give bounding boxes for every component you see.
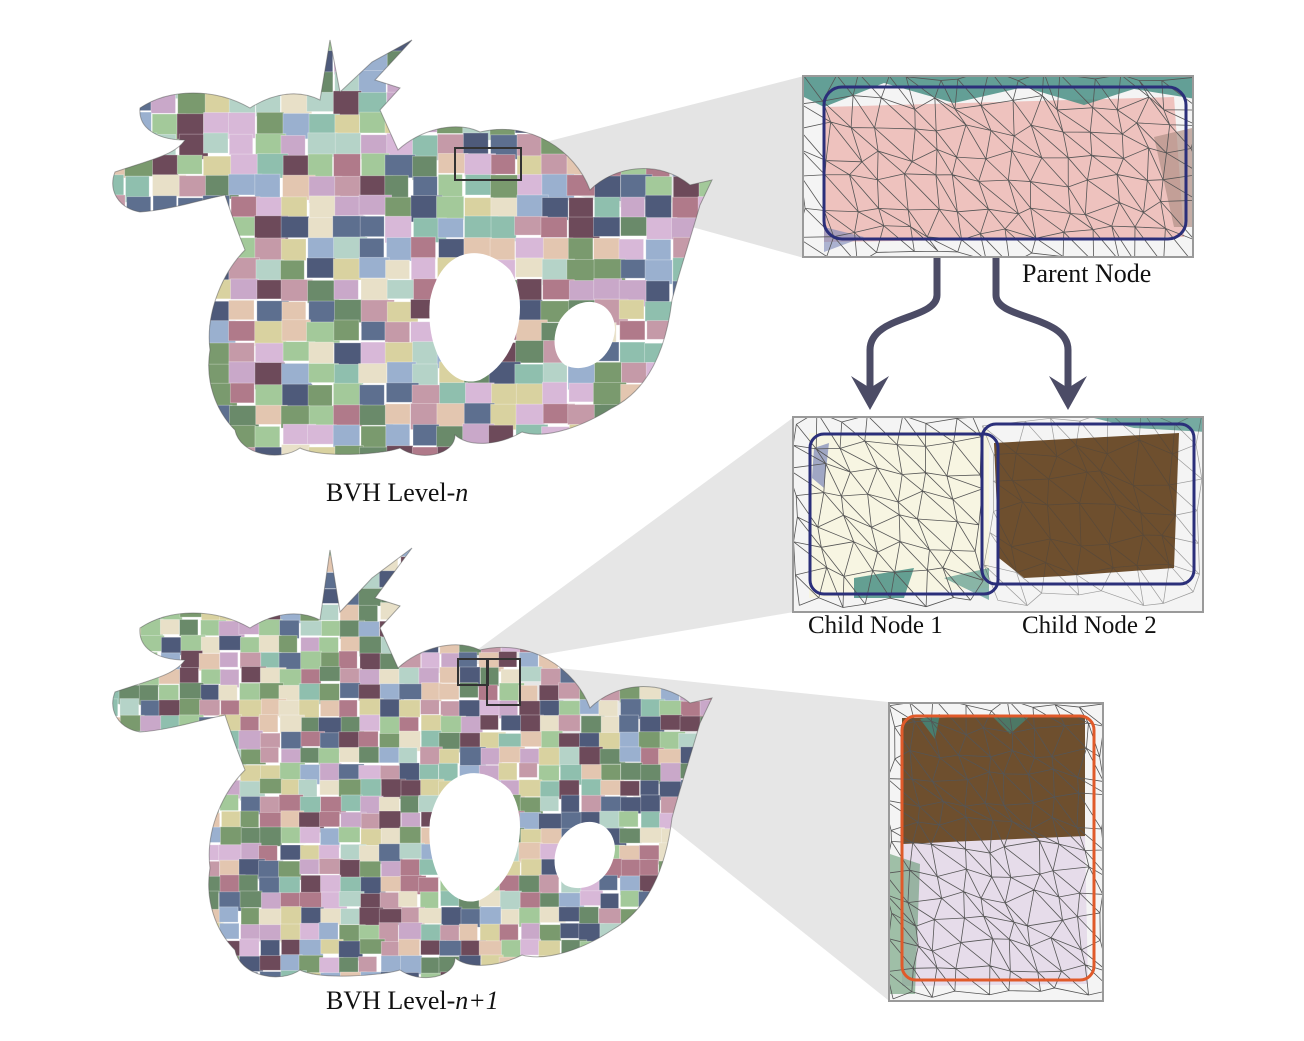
child-node-2-bounds <box>980 422 1196 586</box>
child-nodes-mesh <box>794 418 1202 611</box>
split-arrows <box>866 254 1072 394</box>
level-n1-var: n+1 <box>455 986 499 1015</box>
arrow-head-child-2 <box>1049 376 1087 410</box>
dragon-level-n <box>112 39 713 456</box>
child-nodes-panel <box>792 416 1204 613</box>
arrow-head-child-1 <box>851 376 889 410</box>
selected-node-bounds <box>900 714 1096 982</box>
arrow-to-child-2 <box>992 254 1072 394</box>
arrow-to-child-1 <box>866 254 941 394</box>
child-node-1-label: Child Node 1 <box>808 612 943 639</box>
selected-node-panel <box>888 702 1104 1002</box>
callout-middle <box>458 417 794 664</box>
parent-node-panel <box>802 75 1194 258</box>
level-n-var: n <box>455 478 469 507</box>
callout-upper <box>522 76 804 258</box>
child-node-1-bounds <box>808 432 1000 596</box>
parent-node-label: Parent Node <box>1022 259 1152 288</box>
level-n-prefix: BVH Level- <box>326 478 456 507</box>
selected-node-mesh <box>890 704 1102 1000</box>
selection-box-level-n <box>454 147 522 181</box>
parent-node-bounds <box>822 85 1188 241</box>
selection-box-level-n1-right <box>486 658 521 706</box>
level-n1-caption: BVH Level-n+1 <box>326 986 499 1016</box>
level-n1-prefix: BVH Level- <box>326 986 456 1015</box>
level-n-caption: BVH Level-n <box>326 478 468 508</box>
child-node-2-label: Child Node 2 <box>1022 612 1157 639</box>
parent-node-mesh <box>804 77 1192 256</box>
